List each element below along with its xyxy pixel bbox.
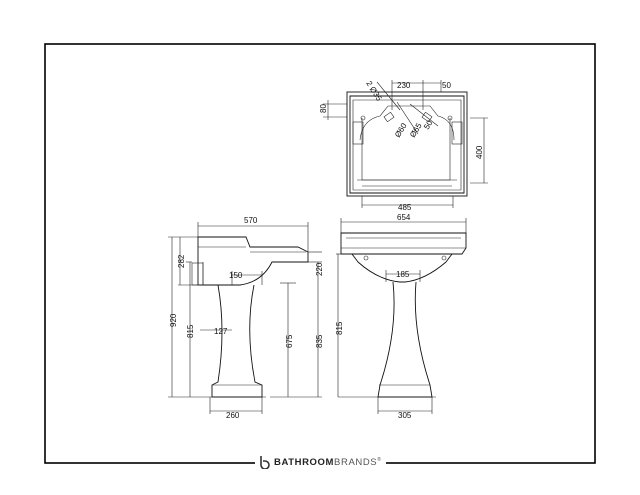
dim-side-220: 220 <box>315 262 324 276</box>
dim-side-base: 260 <box>226 411 240 420</box>
dim-plan-left-height: 80 <box>319 104 328 113</box>
brand-logo: BATHROOMBRANDS® <box>255 454 386 470</box>
dim-side-pedestal-top: 150 <box>229 271 243 280</box>
dim-plan-bottom-width: 485 <box>398 203 412 212</box>
dim-front-base: 305 <box>398 411 412 420</box>
dim-plan-waste: Ø60 <box>393 121 409 139</box>
dim-plan-tap-holes: 2 Ø35 <box>364 79 383 103</box>
dim-side-815: 815 <box>186 324 195 338</box>
dim-side-top-width: 570 <box>244 216 258 225</box>
dim-plan-top-width: 230 <box>397 81 411 90</box>
side-view: 570 282 220 150 920 815 127 675 835 260 <box>168 216 324 420</box>
brand-registered: ® <box>377 456 382 463</box>
front-view: 654 815 185 305 <box>335 213 467 420</box>
dim-side-282: 282 <box>177 254 186 268</box>
dim-side-127: 127 <box>214 327 228 336</box>
brand-name: BATHROOMBRANDS® <box>274 457 382 468</box>
brand-name-light: BRANDS <box>334 456 378 468</box>
plan-view: 230 50 80 400 485 2 Ø35 Ø60 Ø65 50 <box>319 79 488 212</box>
brand-name-bold: BATHROOM <box>274 456 335 468</box>
dim-side-675: 675 <box>285 334 294 348</box>
b-circle-logo-icon <box>260 456 270 469</box>
dim-front-top-width: 654 <box>397 213 411 222</box>
dim-front-pedestal: 185 <box>396 270 410 279</box>
dim-plan-overflow-a: Ø65 <box>408 121 424 139</box>
dim-side-835: 835 <box>315 334 324 348</box>
dim-plan-overflow-b: 50 <box>422 118 435 131</box>
dim-front-815: 815 <box>335 321 344 335</box>
dim-side-920: 920 <box>169 313 178 327</box>
dim-plan-top-offset: 50 <box>442 81 451 90</box>
dim-plan-right-height: 400 <box>475 145 484 159</box>
